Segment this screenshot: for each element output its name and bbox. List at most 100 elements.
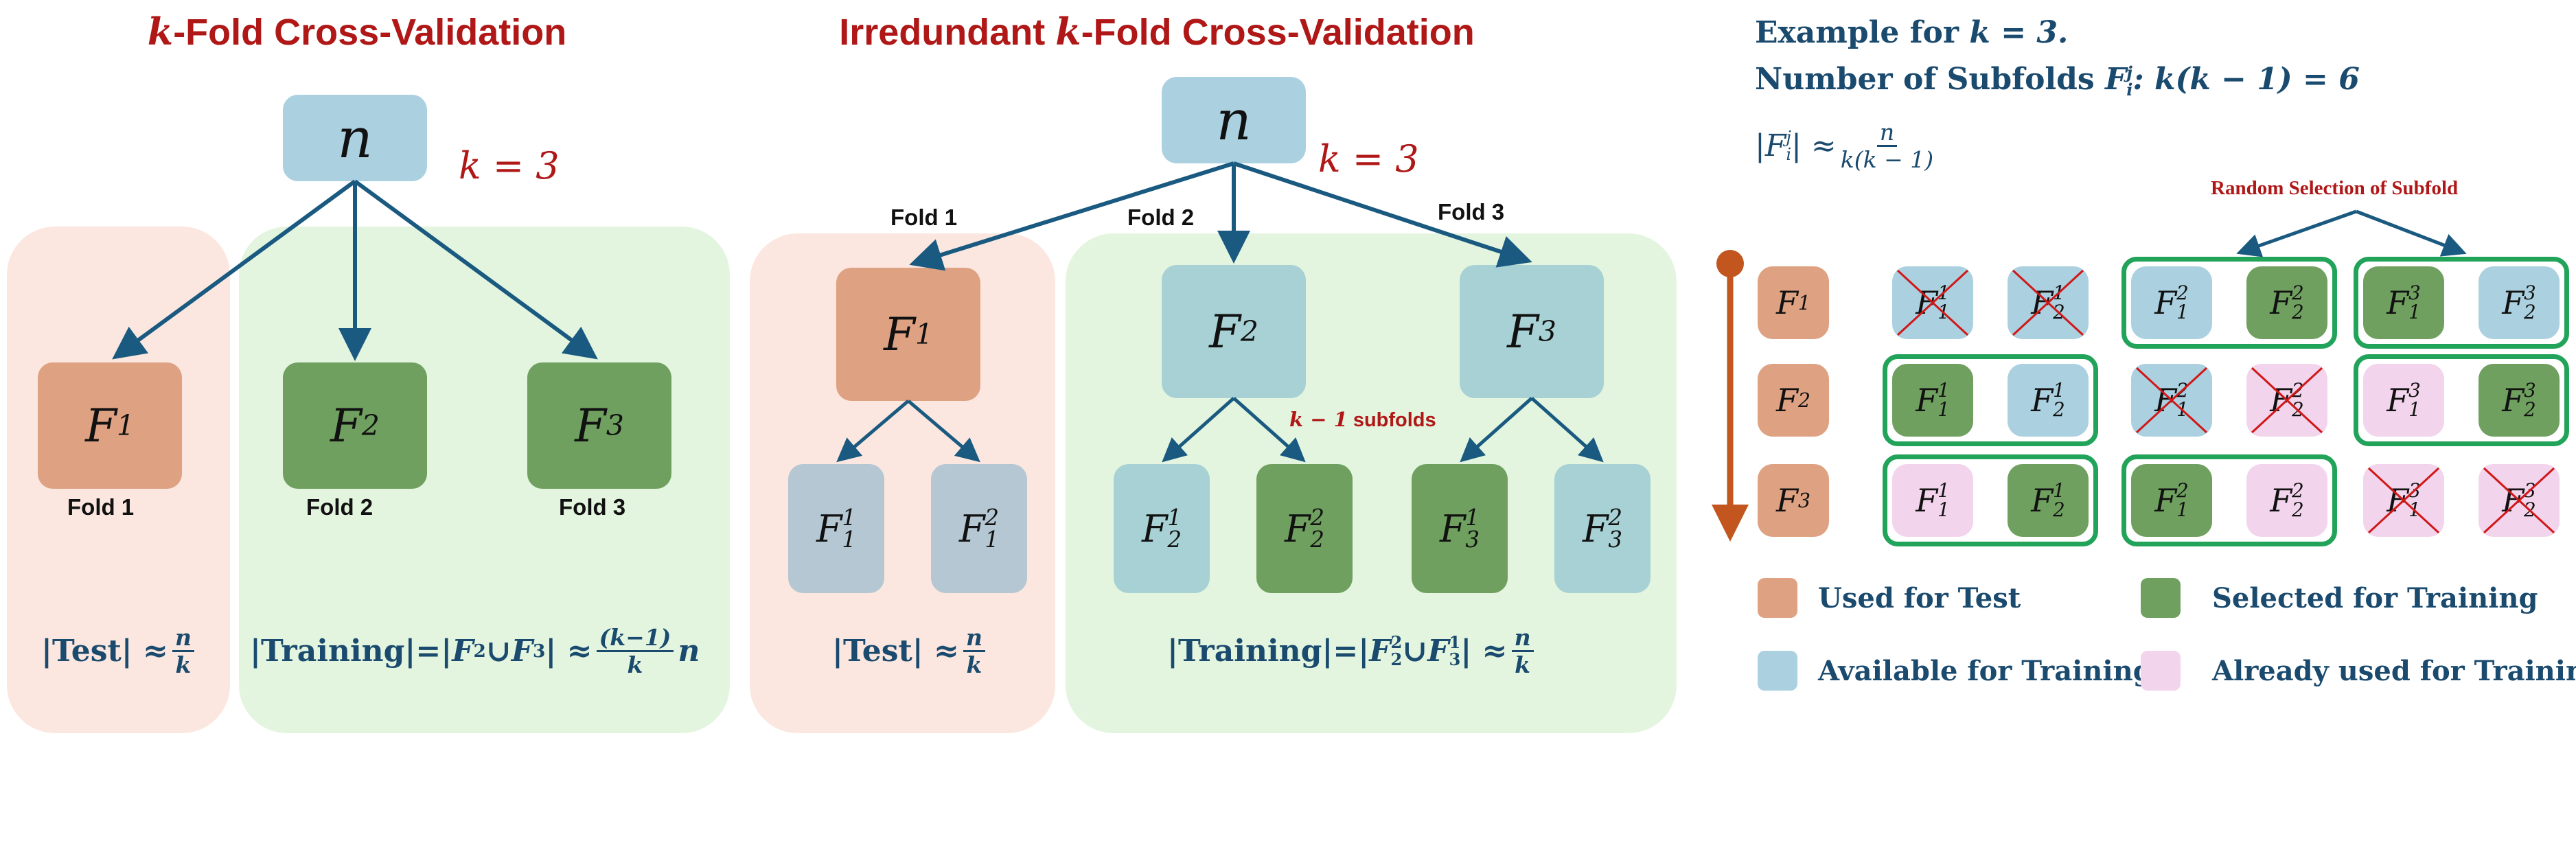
- title-k: k: [1055, 10, 1081, 54]
- fraction-numerator: n: [1511, 626, 1534, 652]
- cross-mark-icon: [2251, 367, 2323, 434]
- formula-f: F: [1369, 634, 1391, 669]
- example-text: Example for: [1755, 15, 1970, 50]
- random-selection-label: Random Selection of Subfold: [2211, 177, 2459, 199]
- selection-group-2: [2354, 257, 2569, 349]
- middle-fold-3-label: Fold 3: [1438, 199, 1505, 224]
- fraction-numerator: n: [1876, 121, 1898, 147]
- grid-subfold-3-2-3: F32: [2479, 464, 2560, 537]
- middle-arrow-sub-1-1: [836, 400, 910, 463]
- left-arrow-fold-3: [354, 179, 598, 360]
- middle-k-label: k = 3: [1318, 137, 1419, 181]
- formula-approx: | ≈: [1460, 634, 1508, 669]
- formula-f: F: [511, 634, 533, 669]
- formula-lhs: |Test| ≈: [832, 634, 959, 669]
- grid-subfold-2-2-2: F22: [2246, 364, 2327, 437]
- legend-label-selected: Selected for Training: [2212, 582, 2538, 614]
- fold-name: F: [575, 399, 606, 452]
- subfold-count-math: : k(k − 1) = 6: [2132, 62, 2360, 97]
- example-math: k = 3.: [1969, 15, 2069, 50]
- cross-mark-icon: [2483, 467, 2555, 534]
- size-lhs: |F: [1755, 128, 1786, 163]
- example-line: Example for k = 3.: [1755, 15, 2068, 50]
- legend-label-test: Used for Test: [1818, 582, 2021, 614]
- legend-label-already-used: Already used for Training: [2212, 655, 2576, 687]
- fraction-denominator: k: [966, 651, 982, 678]
- middle-arrow-sub-3-1: [1460, 397, 1533, 463]
- random-selection-arrow-left: [2236, 209, 2357, 257]
- fraction-numerator: (k−1): [596, 626, 674, 652]
- fold-sub: 1: [116, 409, 135, 442]
- legend-swatch-available: [1758, 651, 1797, 691]
- subfold-text: subfolds: [1347, 409, 1436, 431]
- middle-root-n: n: [1162, 77, 1306, 163]
- left-k-label: k = 3: [459, 144, 560, 187]
- fold-name: F: [330, 399, 362, 452]
- cross-mark-icon: [2012, 269, 2084, 336]
- left-fold-2-label: Fold 2: [306, 494, 373, 520]
- middle-fold-1-label: Fold 1: [890, 205, 958, 230]
- subfold-k: k − 1: [1289, 408, 1348, 431]
- formula-fraction: (k−1)k: [596, 626, 674, 676]
- selection-group-3: [1883, 354, 2098, 446]
- legend-swatch-selected: [2141, 578, 2181, 618]
- formula-approx: | ≈: [545, 634, 593, 669]
- fold-sub: 3: [606, 409, 624, 442]
- grid-subfold-3-1-3: F31: [2363, 464, 2444, 537]
- formula-sub: 2: [1390, 649, 1403, 669]
- formula-tail: n: [678, 634, 700, 669]
- middle-arrow-fold-1: [909, 161, 1234, 271]
- fraction-denominator: k: [175, 651, 192, 678]
- subfolds-label: k − 1 subfolds: [1289, 408, 1436, 432]
- size-approx: | ≈: [1791, 128, 1837, 163]
- legend-swatch-test: [1758, 578, 1797, 618]
- formula-lhs: |Training|=|: [250, 634, 452, 669]
- formula-sub: 2: [473, 640, 486, 662]
- legend-label-available: Available for Training: [1818, 655, 2152, 687]
- left-fold-3-label: Fold 3: [559, 494, 626, 520]
- title-prefix: Irredundant: [839, 12, 1056, 53]
- middle-arrow-sub-1-2: [907, 400, 980, 463]
- middle-arrow-sub-3-2: [1530, 397, 1604, 463]
- title-text: -Fold Cross-Validation: [173, 12, 567, 53]
- middle-title: Irredundant k-Fold Cross-Validation: [814, 10, 1500, 54]
- selection-group-5: [1883, 454, 2098, 546]
- middle-arrow-fold-3: [1233, 161, 1532, 268]
- subfold-count-text: Number of Subfolds: [1755, 62, 2105, 97]
- formula-f: F: [452, 634, 474, 669]
- left-title: k-Fold Cross-Validation: [117, 10, 597, 54]
- left-arrow-fold-1: [112, 179, 356, 360]
- left-fold-1-label: Fold 1: [67, 494, 135, 520]
- formula-sub: 3: [533, 640, 546, 662]
- formula-sup: 1: [1449, 632, 1461, 653]
- grid-subfold-1-2-1: F12: [2008, 266, 2089, 339]
